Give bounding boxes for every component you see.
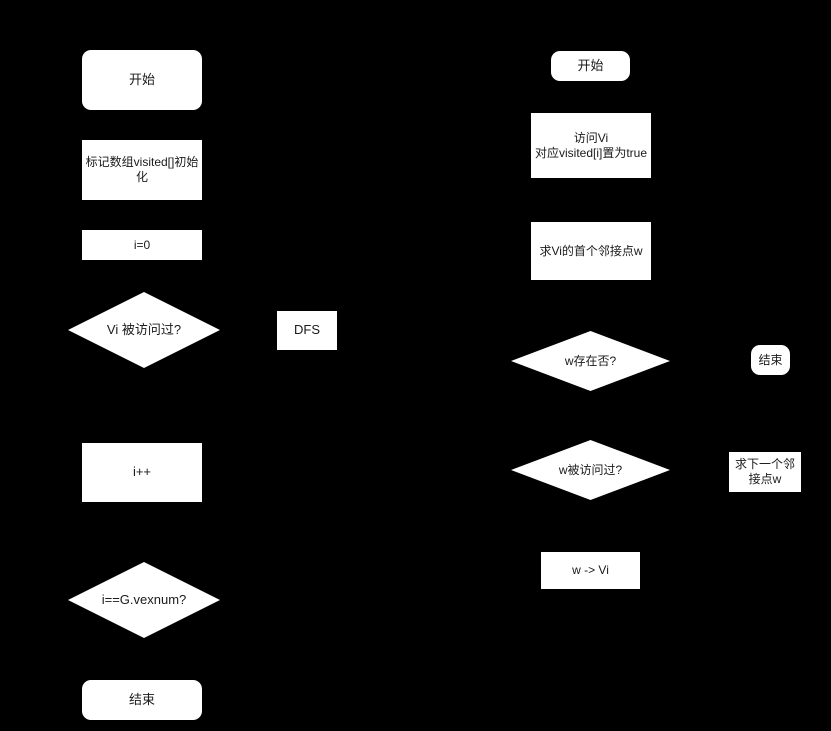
node-label: 开始 bbox=[128, 71, 155, 87]
node-label: w -> Vi bbox=[572, 563, 609, 577]
decision-igvexnum: i==G.vexnum? bbox=[68, 562, 220, 638]
process-访问vi-对应visitedi置为true: 访问Vi 对应visited[i]置为true bbox=[531, 113, 651, 178]
process-标记数组visited初始化: 标记数组visited[]初始化 bbox=[82, 140, 202, 200]
terminator-开始: 开始 bbox=[82, 50, 202, 110]
node-label: 求Vi的首个邻接点w bbox=[539, 243, 643, 258]
process-w---vi: w -> Vi bbox=[541, 552, 640, 589]
node-label: 开始 bbox=[577, 57, 604, 73]
decision-vi-被访问过: Vi 被访问过? bbox=[68, 292, 220, 368]
diamond-shape bbox=[68, 562, 220, 638]
node-label: 标记数组visited[]初始化 bbox=[85, 155, 199, 184]
node-label: i++ bbox=[132, 464, 152, 480]
diamond-shape bbox=[511, 440, 670, 500]
node-label: 求下一个邻 接点w bbox=[734, 457, 795, 486]
diamond-shape bbox=[511, 331, 670, 391]
node-label: i=0 bbox=[133, 237, 151, 252]
decision-w存在否: w存在否? bbox=[511, 331, 670, 391]
process-dfs: DFS bbox=[277, 311, 337, 350]
process-求下一个邻-接点w: 求下一个邻 接点w bbox=[729, 452, 801, 492]
node-label: DFS bbox=[294, 322, 320, 338]
node-label: 结束 bbox=[128, 691, 155, 707]
process-求vi的首个邻接点w: 求Vi的首个邻接点w bbox=[531, 222, 651, 280]
node-label: 结束 bbox=[758, 352, 783, 367]
diamond-shape bbox=[68, 292, 220, 368]
process-i: i++ bbox=[82, 443, 202, 502]
node-label: 访问Vi 对应visited[i]置为true bbox=[534, 130, 648, 160]
terminator-结束: 结束 bbox=[751, 345, 790, 375]
terminator-结束: 结束 bbox=[82, 680, 202, 720]
process-i0: i=0 bbox=[82, 230, 202, 260]
decision-w被访问过: w被访问过? bbox=[511, 440, 670, 500]
terminator-开始: 开始 bbox=[551, 51, 630, 81]
